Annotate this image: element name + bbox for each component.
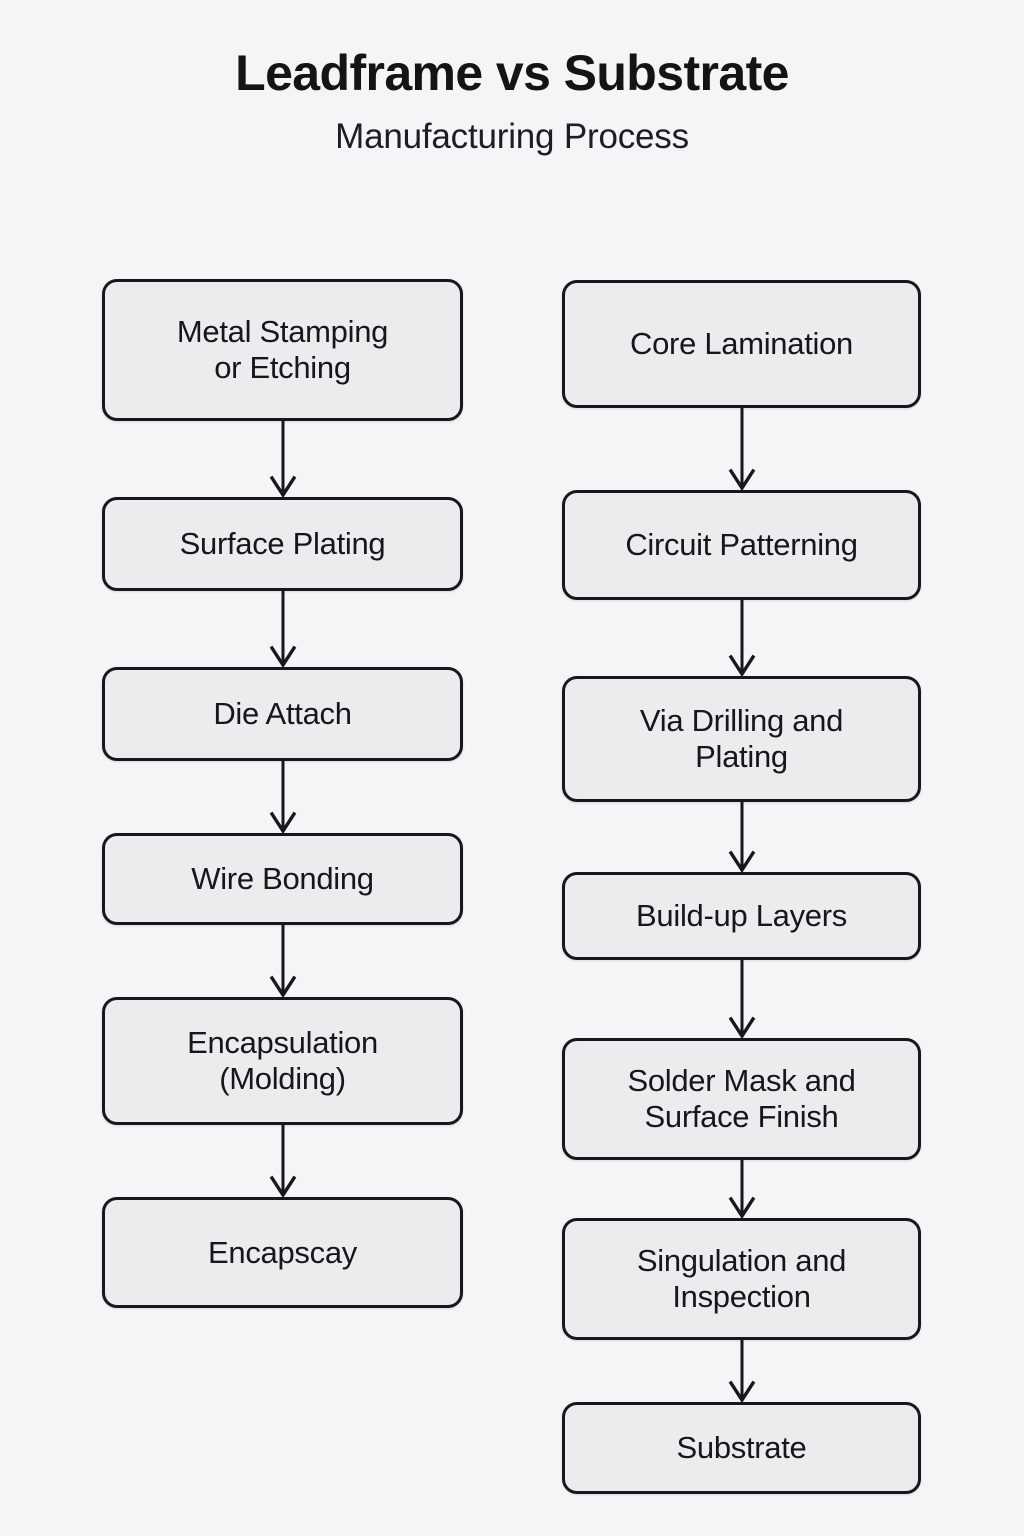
flow-arrow-down-icon [266, 761, 300, 835]
flow-node-label: Wire Bonding [191, 861, 374, 897]
flow-arrow-down-icon [725, 1160, 759, 1220]
flow-arrow-down-icon [725, 802, 759, 874]
flow-node-label: Encapsulation (Molding) [187, 1025, 378, 1096]
header: Leadframe vs Substrate Manufacturing Pro… [0, 46, 1024, 157]
flow-node[interactable]: Wire Bonding [102, 833, 463, 925]
flow-node-label: Die Attach [213, 696, 352, 732]
flow-node-label: Substrate [676, 1430, 807, 1466]
flow-node-label: Build-up Layers [636, 898, 847, 934]
flow-arrow-down-icon [725, 1340, 759, 1404]
flow-arrow-down-icon [266, 421, 300, 499]
flow-node-label: Circuit Patterning [625, 527, 858, 563]
flow-arrow-down-icon [266, 925, 300, 999]
flow-node[interactable]: Surface Plating [102, 497, 463, 591]
flow-node[interactable]: Die Attach [102, 667, 463, 761]
flow-arrow-down-icon [725, 960, 759, 1040]
page-title: Leadframe vs Substrate [235, 45, 789, 101]
flow-node-label: Metal Stamping or Etching [176, 314, 389, 385]
flow-node[interactable]: Encapsulation (Molding) [102, 997, 463, 1125]
page-subtitle: Manufacturing Process [335, 117, 689, 156]
flow-node[interactable]: Solder Mask and Surface Finish [562, 1038, 921, 1160]
flow-node[interactable]: Singulation and Inspection [562, 1218, 921, 1340]
flow-node-label: Encapscay [208, 1234, 357, 1270]
flow-node[interactable]: Circuit Patterning [562, 490, 921, 600]
flow-node[interactable]: Substrate [562, 1402, 921, 1494]
flow-node[interactable]: Metal Stamping or Etching [102, 279, 463, 421]
flow-arrow-down-icon [725, 408, 759, 492]
flow-node[interactable]: Build-up Layers [562, 872, 921, 960]
flow-node[interactable]: Via Drilling and Plating [562, 676, 921, 802]
flow-node-label: Solder Mask and Surface Finish [627, 1063, 856, 1134]
flow-node[interactable]: Core Lamination [562, 280, 921, 408]
flow-node-label: Singulation and Inspection [636, 1243, 847, 1314]
flow-arrow-down-icon [266, 1125, 300, 1199]
flow-node-label: Via Drilling and Plating [639, 703, 844, 774]
flow-arrow-down-icon [725, 600, 759, 678]
flow-node[interactable]: Encapscay [102, 1197, 463, 1308]
flow-node-label: Surface Plating [179, 526, 386, 562]
flow-arrow-down-icon [266, 591, 300, 669]
flow-node-label: Core Lamination [630, 326, 853, 362]
